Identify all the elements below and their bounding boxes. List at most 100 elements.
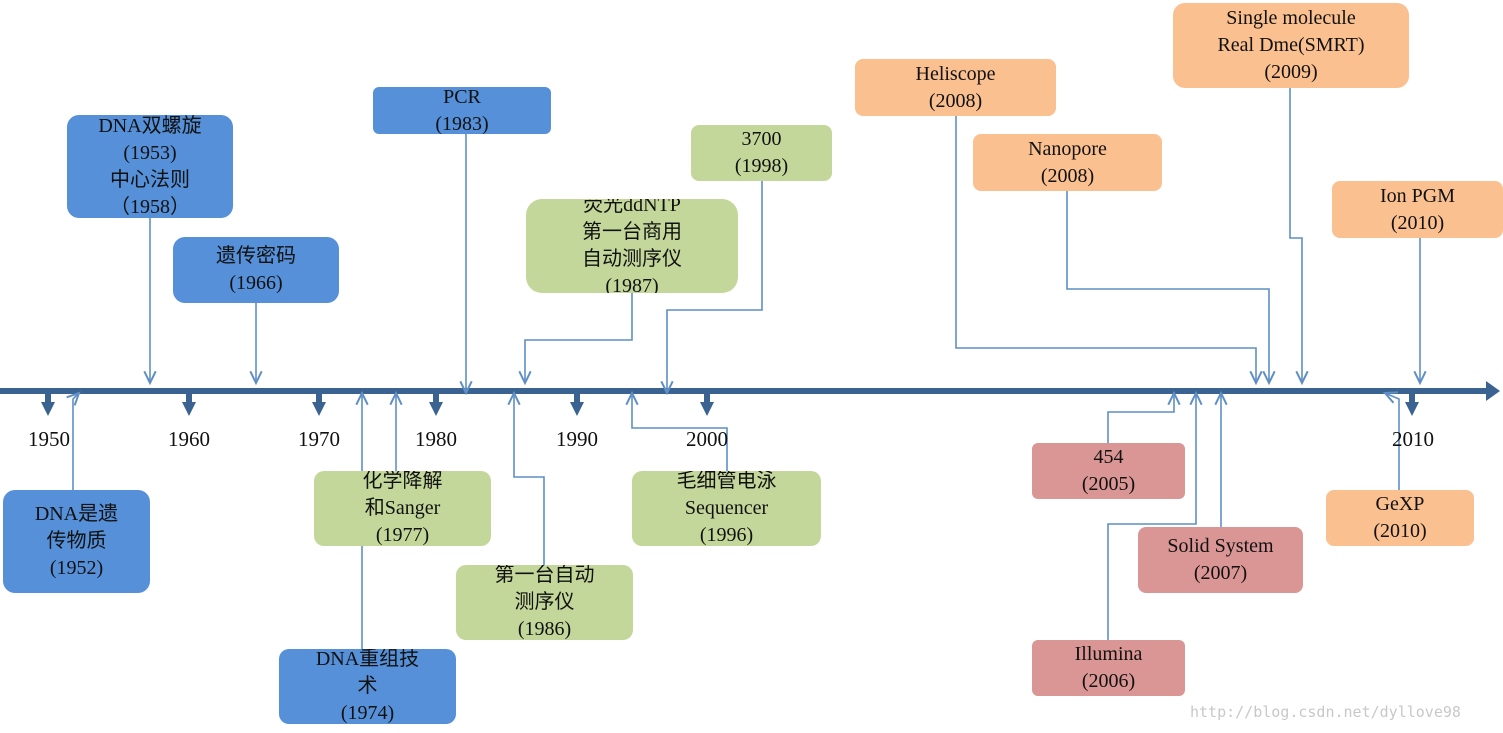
connector-ion-pgm-arrowhead [1413, 370, 1427, 386]
event-line: 454 [1093, 446, 1124, 468]
event-dna-double-helix: DNA双螺旋 (1953) 中心法则 （1958） [67, 115, 233, 218]
decade-tick [316, 394, 322, 403]
event-line: 第一台商用 [582, 221, 682, 243]
timeline-axis [0, 381, 1500, 416]
event-line: Real Dme(SMRT) [1217, 34, 1365, 56]
event-line: 遗传密码 [216, 245, 296, 267]
connector-3700-arrowhead [660, 380, 674, 396]
connector-dna-double-helix-arrowhead [143, 370, 157, 386]
event-line: (1974) [340, 702, 395, 724]
year-label-2000: 2000 [686, 427, 728, 451]
event-line: 术 [357, 675, 378, 697]
event-line: (1998) [734, 155, 789, 177]
connector-smrt [1289, 88, 1303, 383]
connector-heliscope [955, 116, 1257, 383]
year-label-1950: 1950 [28, 427, 70, 451]
connector-nanopore-arrowhead [1262, 370, 1276, 386]
event-line: Illumina [1074, 643, 1143, 665]
year-label-1990: 1990 [556, 427, 598, 451]
event-454: 454 (2005) [1032, 443, 1185, 499]
decade-tick-arrow [700, 402, 714, 416]
event-line: 荧光ddNTP [583, 199, 681, 216]
event-heliscope: Heliscope (2008) [855, 59, 1056, 116]
connector-454 [1107, 393, 1175, 443]
event-line: 化学降解 [362, 471, 443, 492]
connector-fluorescent-ddntp-arrowhead [518, 370, 532, 386]
event-smrt: Single molecule Real Dme(SMRT) (2009) [1173, 3, 1409, 88]
event-ion-pgm: Ion PGM (2010) [1332, 181, 1503, 238]
axis-arrowhead [1486, 381, 1500, 401]
connector-fluorescent-ddntp [524, 293, 633, 383]
event-line: Nanopore [1028, 137, 1107, 160]
connector-smrt-arrowhead [1295, 370, 1309, 386]
connector-capillary-sequencer-arrowhead [625, 390, 639, 406]
connectors [66, 88, 1427, 649]
event-line: (1966) [229, 272, 283, 294]
event-line: (1953) [123, 141, 177, 164]
event-first-auto-sequencer: 第一台自动 测序仪 (1986) [456, 565, 633, 640]
event-line: DNA重组技 [315, 649, 420, 670]
event-line: 中心法则 [110, 168, 190, 191]
event-nanopore: Nanopore (2008) [973, 134, 1162, 191]
connector-dna-recombinant-arrowhead [355, 390, 369, 406]
event-line: (1996) [699, 524, 754, 546]
connector-dna-genetic-material [72, 392, 80, 490]
event-line: 和Sanger [364, 497, 441, 519]
connector-capillary-sequencer [631, 393, 728, 471]
connector-illumina-arrowhead [1189, 390, 1203, 406]
event-fluorescent-ddntp: 荧光ddNTP 第一台商用 自动测序仪 (1987) [526, 199, 738, 293]
event-chemical-sanger: 化学降解 和Sanger (1977) [314, 471, 491, 546]
event-genetic-code: 遗传密码 (1966) [173, 237, 339, 303]
event-line: (2008) [1040, 164, 1095, 187]
event-line: 测序仪 [514, 591, 575, 613]
connector-first-auto-sequencer-arrowhead [507, 390, 521, 406]
event-line: (1952) [49, 557, 104, 579]
event-dna-genetic-material: DNA是遗 传物质 (1952) [3, 490, 150, 593]
connector-genetic-code-arrowhead [249, 370, 263, 386]
decade-tick-arrow [1405, 402, 1419, 416]
decade-tick [704, 394, 710, 403]
decade-tick [433, 394, 439, 403]
connector-chemical-sanger-arrowhead [389, 390, 403, 406]
event-line: （1958） [110, 195, 190, 218]
event-line: Single molecule [1226, 7, 1356, 29]
connector-first-auto-sequencer [513, 393, 545, 565]
event-line: 毛细管电泳 [676, 471, 777, 492]
event-capillary-sequencer: 毛细管电泳 Sequencer (1996) [632, 471, 821, 546]
event-3700: 3700 (1998) [691, 125, 832, 181]
connector-dna-genetic-material-arrowhead [66, 391, 81, 406]
event-line: 传物质 [46, 530, 107, 552]
event-line: PCR [443, 87, 481, 108]
event-line: (2005) [1081, 473, 1136, 495]
connector-gexp-arrowhead [1382, 391, 1399, 404]
event-line: 3700 [741, 128, 782, 150]
event-line: (1987) [605, 275, 659, 293]
event-line: DNA双螺旋 [98, 115, 202, 137]
decade-tick-arrow [429, 402, 443, 416]
connector-solid-system-arrowhead [1214, 390, 1228, 406]
event-line: GeXP [1375, 493, 1425, 515]
event-line: (1986) [517, 618, 572, 640]
connector-nanopore [1066, 191, 1270, 383]
watermark: http://blog.csdn.net/dyllove98 [1190, 703, 1461, 721]
decade-tick-arrow [182, 402, 196, 416]
decade-tick [1409, 394, 1415, 403]
event-line: Heliscope [915, 62, 996, 85]
decade-tick [574, 394, 580, 403]
event-line: Solid System [1167, 535, 1274, 557]
decade-tick [186, 394, 192, 403]
connector-illumina [1107, 393, 1197, 640]
connector-heliscope-arrowhead [1249, 370, 1263, 386]
event-line: 自动测序仪 [582, 248, 682, 270]
decade-tick-arrow [312, 402, 326, 416]
event-line: (2008) [928, 89, 983, 112]
event-line: (1977) [375, 524, 430, 546]
event-line: (1983) [435, 112, 489, 135]
event-pcr: PCR (1983) [373, 87, 551, 134]
event-gexp: GeXP (2010) [1326, 490, 1474, 546]
year-label-1960: 1960 [168, 427, 210, 451]
event-dna-recombinant: DNA重组技 术 (1974) [279, 649, 456, 724]
decade-tick-arrow [570, 402, 584, 416]
event-line: (2006) [1081, 670, 1136, 692]
